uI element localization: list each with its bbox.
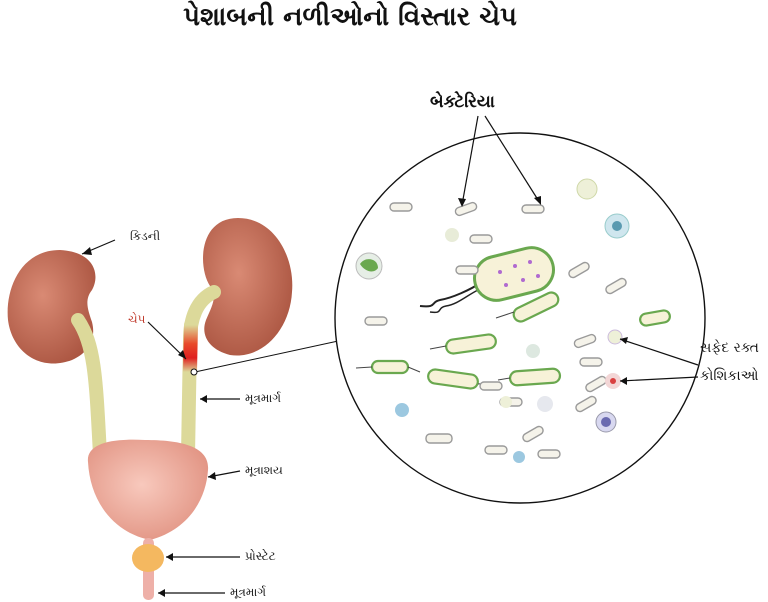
zoom-origin	[191, 369, 197, 375]
left-ureter	[78, 320, 100, 455]
wbc-label-line2: કોશિકાઓ	[700, 368, 758, 384]
infection-label: ચેપ	[128, 312, 145, 327]
bacteria-label: બેક્ટેરિયા	[430, 92, 495, 112]
bladder	[88, 440, 208, 540]
kidney-label: કિડની	[130, 229, 160, 244]
ureter-label: મૂત્રમાર્ગ	[245, 391, 281, 406]
prostate-label: પ્રોસ્ટેટ	[245, 549, 276, 564]
wbc-label-line1: સફેદ રક્ત	[700, 340, 759, 356]
urethra-label: મૂત્રમાર્ગ	[230, 585, 266, 600]
prostate	[132, 544, 164, 572]
infection-area	[190, 325, 191, 372]
bladder-label: મૂત્રાશય	[245, 463, 283, 478]
